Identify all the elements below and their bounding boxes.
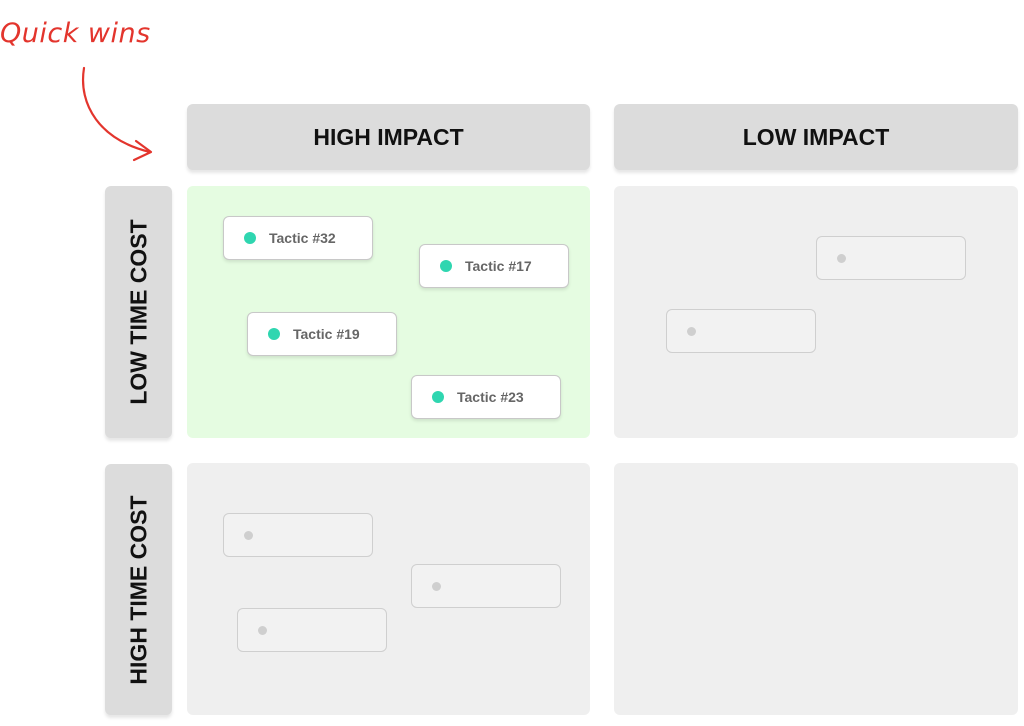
tactic-card[interactable]: Tactic #32 (223, 216, 373, 260)
column-header-low-impact: LOW IMPACT (614, 104, 1018, 170)
status-dot-icon (687, 326, 696, 336)
row-header-low-time-cost: LOW TIME COST (105, 186, 172, 438)
status-dot-icon (244, 232, 256, 244)
status-dot-icon (440, 260, 452, 272)
column-header-high-impact: HIGH IMPACT (187, 104, 590, 170)
tactic-card-label: Tactic #32 (269, 230, 336, 246)
quadrant-low-cost-low-impact (614, 186, 1018, 438)
tactic-card[interactable]: Tactic #23 (411, 375, 561, 419)
status-dot-icon (244, 530, 253, 540)
tactic-card[interactable]: Tactic #17 (419, 244, 569, 288)
empty-tactic-card[interactable] (816, 236, 966, 280)
row-header-high-time-cost: HIGH TIME COST (105, 464, 172, 715)
empty-tactic-card[interactable] (666, 309, 816, 353)
tactic-card-label: Tactic #23 (457, 389, 524, 405)
quadrant-high-cost-low-impact (614, 463, 1018, 715)
status-dot-icon (432, 391, 444, 403)
row-header-label: HIGH TIME COST (125, 494, 151, 685)
empty-tactic-card[interactable] (237, 608, 387, 652)
empty-tactic-card[interactable] (411, 564, 561, 608)
empty-tactic-card[interactable] (223, 513, 373, 557)
status-dot-icon (268, 328, 280, 340)
status-dot-icon (837, 253, 846, 263)
quadrant-high-cost-high-impact (187, 463, 590, 715)
tactic-card-label: Tactic #19 (293, 326, 360, 342)
status-dot-icon (432, 581, 441, 591)
quadrant-quick-wins: Tactic #32 Tactic #17 Tactic #19 Tactic … (187, 186, 590, 438)
tactic-card[interactable]: Tactic #19 (247, 312, 397, 356)
curved-arrow-icon (81, 66, 153, 162)
status-dot-icon (258, 625, 267, 635)
tactic-card-label: Tactic #17 (465, 258, 532, 274)
row-header-label: LOW TIME COST (125, 219, 151, 405)
quick-wins-annotation: Quick wins (0, 18, 151, 49)
